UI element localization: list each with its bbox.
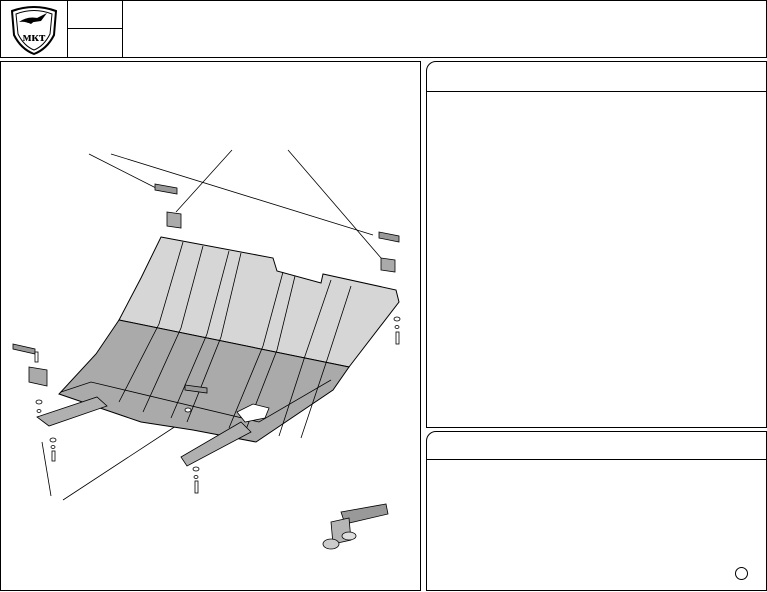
notes-header — [427, 432, 766, 460]
title-cell — [123, 1, 766, 57]
code-cell-top — [67, 1, 123, 29]
logo-cell: мкт — [1, 1, 68, 57]
notes-panel — [426, 431, 767, 591]
parts-list-header — [427, 62, 766, 92]
shield-logo-icon: мкт — [10, 6, 58, 56]
skid-plate — [58, 236, 400, 443]
title-block: мкт — [0, 0, 767, 58]
parts-list-panel — [426, 61, 767, 428]
assembly-drawing-panel — [0, 61, 421, 591]
logo-text: мкт — [23, 29, 46, 44]
bolts — [34, 316, 401, 494]
circle-icon — [735, 567, 748, 580]
code-cell-bottom — [67, 29, 123, 57]
mounting-brackets — [12, 183, 400, 467]
skid-plate-exploded-view — [12, 149, 401, 550]
clip-nut-detail — [322, 503, 389, 550]
leader-lines — [41, 149, 382, 501]
